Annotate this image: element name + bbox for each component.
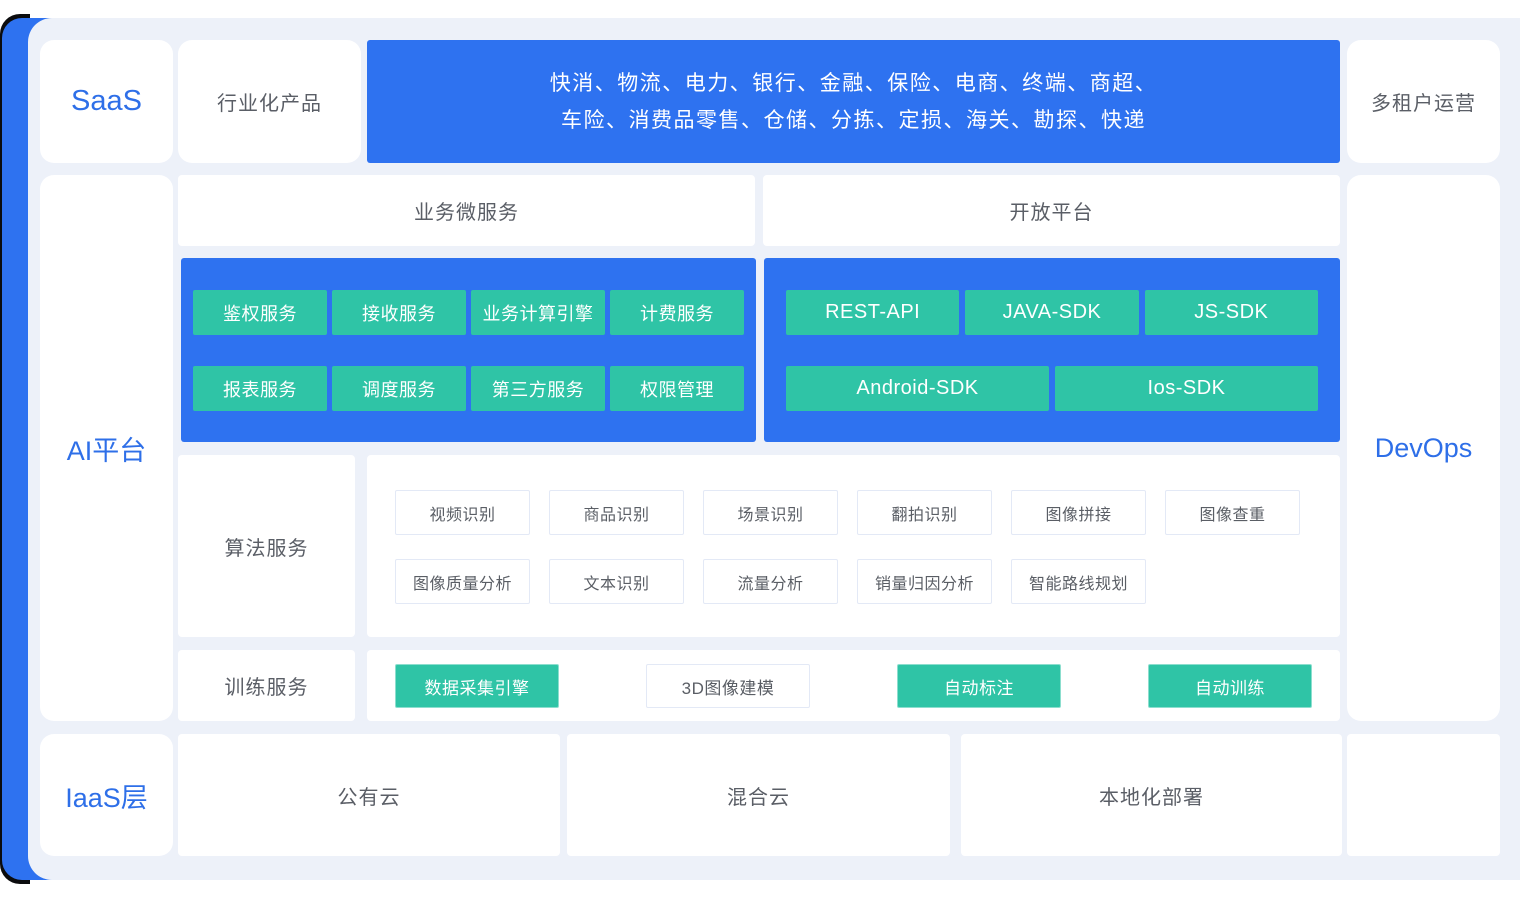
local-deploy-label: 本地化部署 — [1099, 786, 1204, 809]
algorithm-label-box: 算法服务 — [178, 455, 355, 637]
service-chip: 第三方服务 — [471, 366, 605, 411]
service-chip: 鉴权服务 — [193, 290, 327, 335]
microservices-chip-grid: 鉴权服务 接收服务 业务计算引擎 计费服务 报表服务 调度服务 第三方服务 权限… — [181, 258, 756, 442]
public-cloud-label: 公有云 — [337, 786, 401, 809]
open-platform-title: 开放平台 — [1009, 202, 1094, 224]
service-chip: 调度服务 — [332, 366, 466, 411]
devops-label: DevOps — [1374, 432, 1473, 463]
tenant-ops-label: 多租户运营 — [1371, 93, 1476, 115]
sdk-row-2: Android-SDK Ios-SDK — [786, 366, 1318, 411]
industries-line-1: 快消、物流、电力、银行、金融、保险、电商、终端、商超、 — [549, 71, 1158, 95]
industry-product-label: 行业化产品 — [217, 93, 322, 115]
algorithm-chip: 文本识别 — [549, 559, 684, 604]
algorithm-chip: 视频识别 — [395, 490, 530, 535]
algorithm-title: 算法服务 — [224, 537, 309, 560]
sdk-row-1: REST-API JAVA-SDK JS-SDK — [786, 290, 1318, 335]
training-chip: 自动标注 — [897, 664, 1061, 708]
industries-line-2: 车险、消费品零售、仓储、分拣、定损、海关、勘探、快递 — [561, 108, 1146, 132]
algorithm-chip: 图像查重 — [1165, 490, 1300, 535]
algorithm-chip: 图像质量分析 — [395, 559, 530, 604]
ai-platform-label: AI平台 — [66, 435, 147, 466]
algorithm-chip: 智能路线规划 — [1011, 559, 1146, 604]
service-chip: 接收服务 — [332, 290, 466, 335]
algorithm-chips-box: 视频识别 商品识别 场景识别 翻拍识别 图像拼接 图像查重 图像质量分析 文本识… — [367, 455, 1340, 637]
training-chips-box: 数据采集引擎 3D图像建模 自动标注 自动训练 — [367, 650, 1340, 721]
microservices-header-box: 业务微服务 — [178, 175, 755, 246]
training-chip-row: 数据采集引擎 3D图像建模 自动标注 自动训练 — [367, 664, 1340, 708]
sdk-chip: JS-SDK — [1144, 290, 1318, 335]
ai-platform-label-box: AI平台 — [40, 175, 173, 721]
sdk-chip: REST-API — [786, 290, 960, 335]
tenant-ops-box: 多租户运营 — [1347, 40, 1500, 163]
iaas-spacer-box — [1347, 734, 1500, 856]
algorithm-chip: 销量归因分析 — [857, 559, 992, 604]
iaas-layer-label: IaaS层 — [65, 782, 148, 813]
service-chip: 报表服务 — [193, 366, 327, 411]
saas-layer-label: SaaS — [71, 85, 142, 117]
public-cloud-box: 公有云 — [178, 734, 560, 856]
training-title: 训练服务 — [224, 677, 309, 699]
algorithm-chip-row-1: 视频识别 商品识别 场景识别 翻拍识别 图像拼接 图像查重 — [395, 490, 1300, 535]
industry-product-box: 行业化产品 — [178, 40, 361, 163]
algorithm-chip-row-2: 图像质量分析 文本识别 流量分析 销量归因分析 智能路线规划 — [395, 559, 1146, 604]
hybrid-cloud-label: 混合云 — [727, 786, 790, 809]
algorithm-chip: 流量分析 — [703, 559, 838, 604]
algorithm-chip: 场景识别 — [703, 490, 838, 535]
algorithm-chip: 翻拍识别 — [857, 490, 992, 535]
service-chip: 权限管理 — [610, 366, 744, 411]
local-deploy-box: 本地化部署 — [961, 734, 1342, 856]
sdk-chip: Ios-SDK — [1055, 366, 1318, 411]
hybrid-cloud-box: 混合云 — [567, 734, 950, 856]
algorithm-chip: 商品识别 — [549, 490, 684, 535]
industries-box: 快消、物流、电力、银行、金融、保险、电商、终端、商超、 车险、消费品零售、仓储、… — [367, 40, 1340, 163]
open-platform-sdk-panel: REST-API JAVA-SDK JS-SDK Android-SDK Ios… — [764, 258, 1340, 442]
training-chip: 3D图像建模 — [646, 664, 810, 708]
algorithm-chip: 图像拼接 — [1011, 490, 1146, 535]
saas-layer-label-box: SaaS — [40, 40, 173, 163]
service-chip: 业务计算引擎 — [471, 290, 605, 335]
training-label-box: 训练服务 — [178, 650, 355, 721]
devops-label-box: DevOps — [1347, 175, 1500, 721]
training-chip: 自动训练 — [1148, 664, 1312, 708]
microservices-title: 业务微服务 — [414, 202, 519, 224]
open-platform-header-box: 开放平台 — [763, 175, 1340, 246]
service-chip: 计费服务 — [610, 290, 744, 335]
sdk-chip: Android-SDK — [786, 366, 1049, 411]
training-chip: 数据采集引擎 — [395, 664, 559, 708]
iaas-layer-label-box: IaaS层 — [40, 734, 173, 856]
sdk-chip: JAVA-SDK — [965, 290, 1139, 335]
